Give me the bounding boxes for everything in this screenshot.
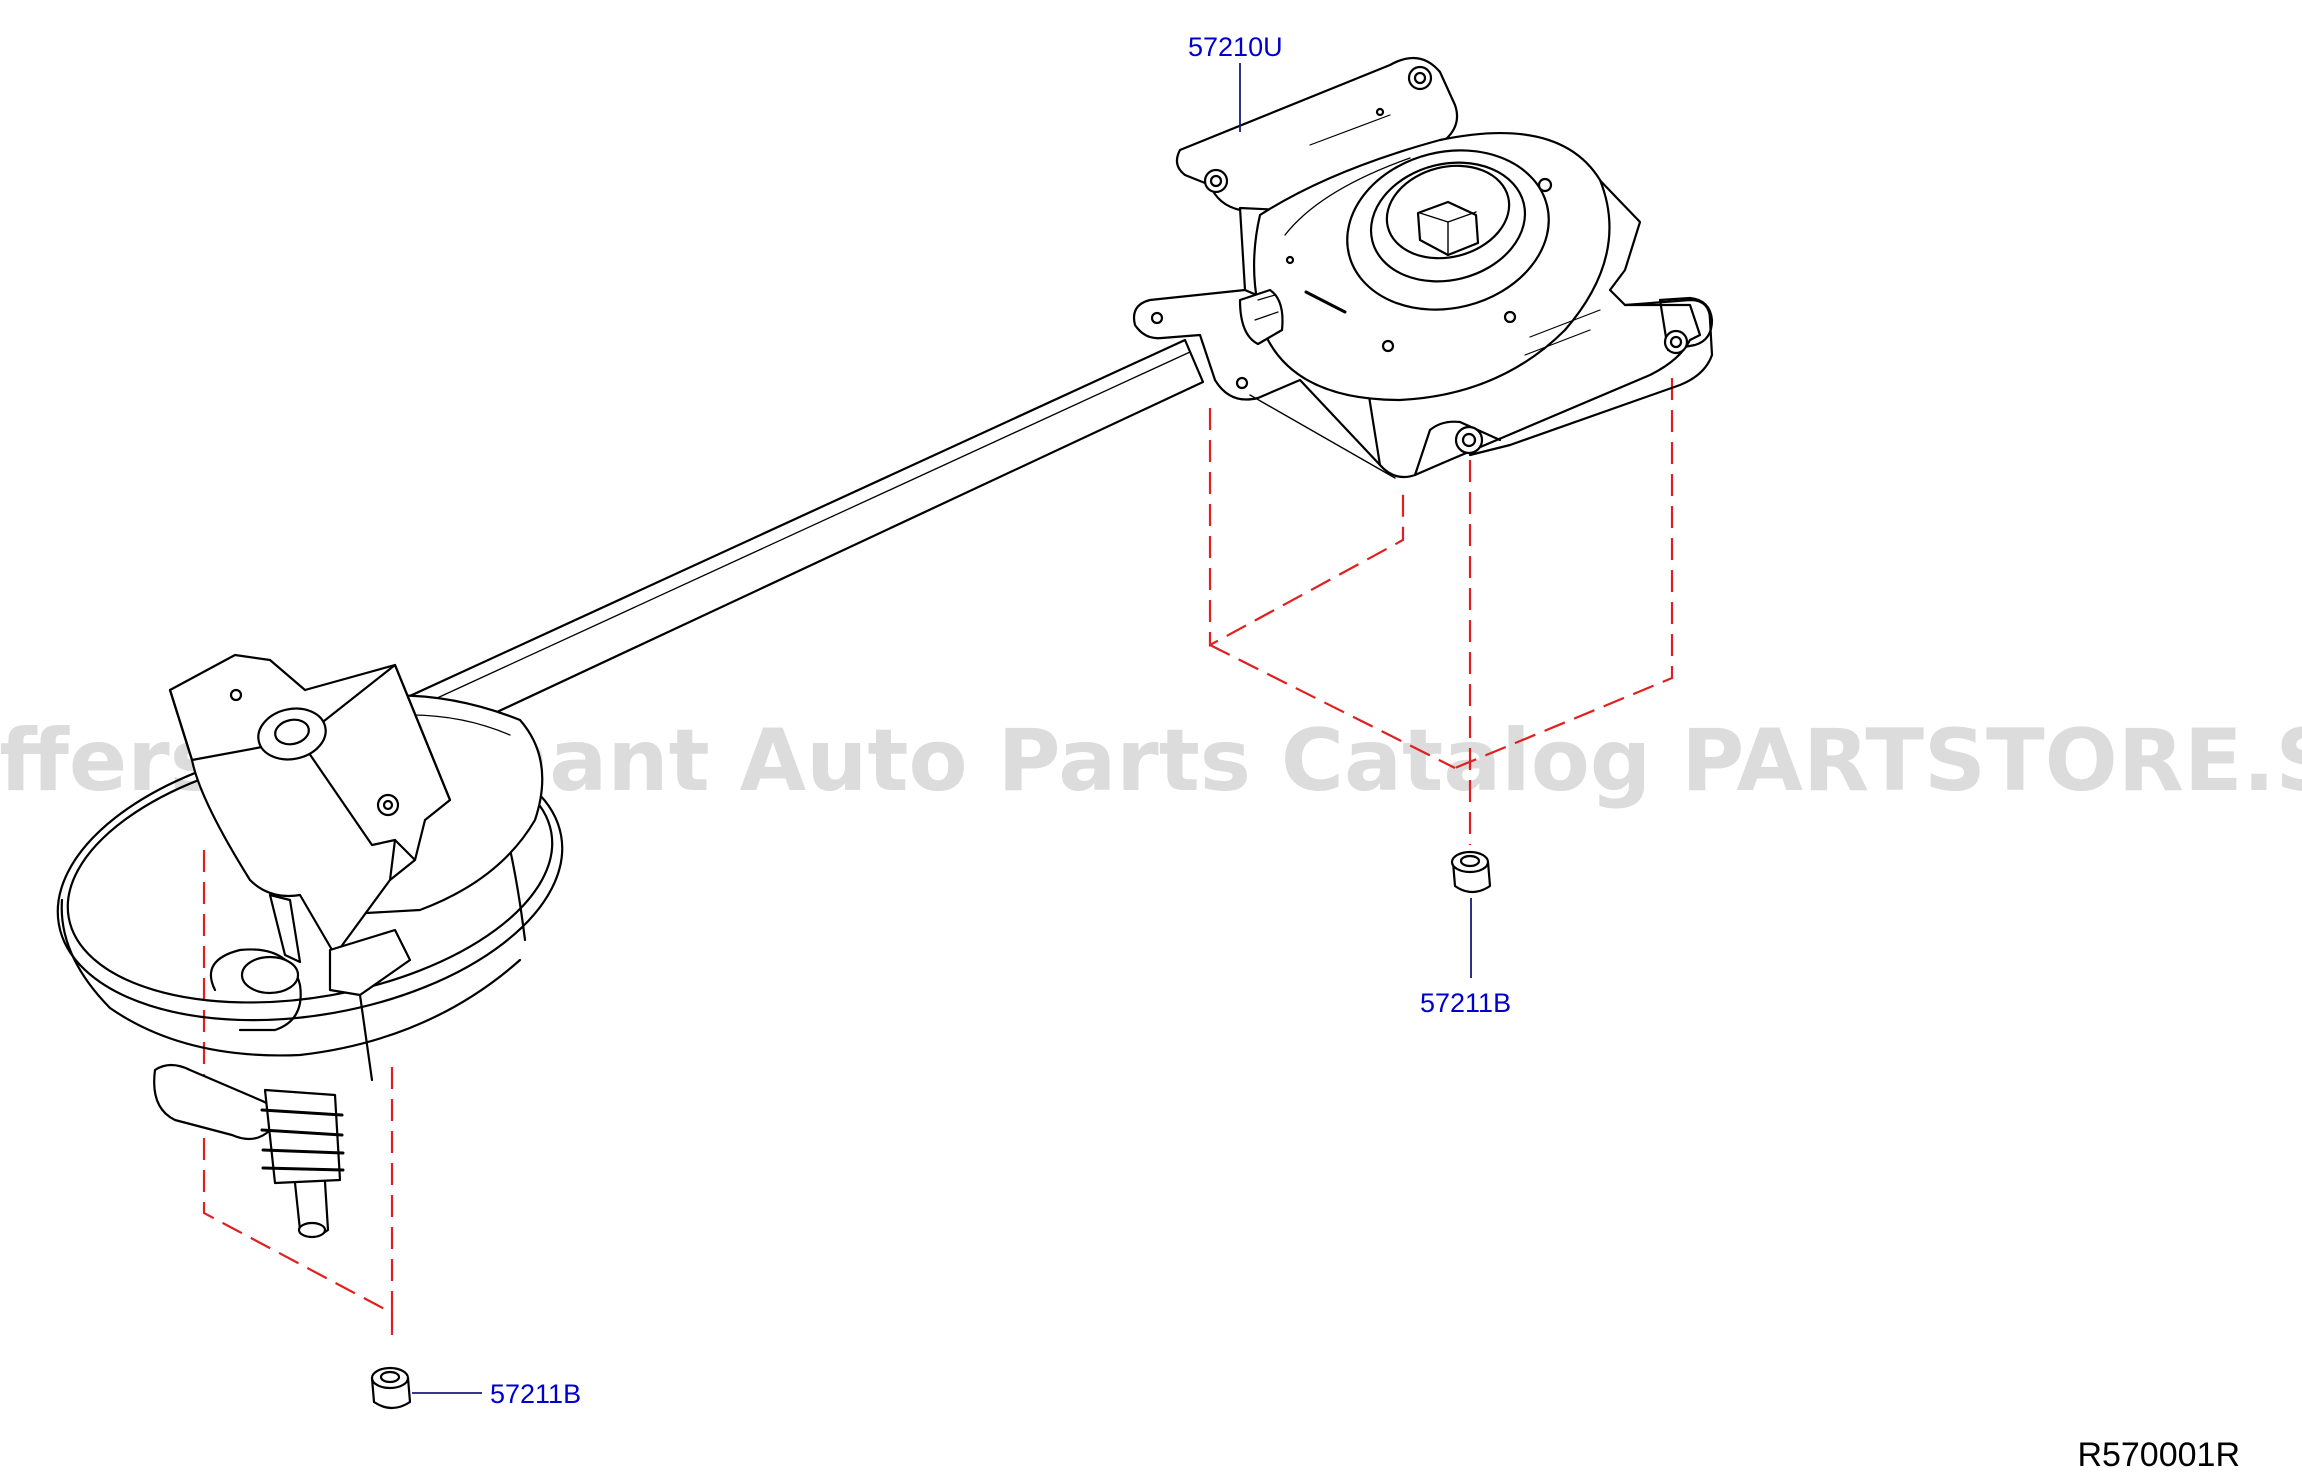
callout-nut-right[interactable]: 57211B [1420,988,1511,1018]
carrier-shaft [373,338,1205,757]
callout-leaders [412,63,1472,1394]
mounting-guide-lines [202,378,1674,1335]
callout-nut-left[interactable]: 57211B [490,1379,581,1409]
callout-carrier[interactable]: 57210U [1188,32,1283,62]
nut-right-drawing [1450,850,1492,894]
spare-tire-carrier-drawing [56,56,1714,1410]
tire-lift-assembly [56,653,564,1239]
winch-bracket [1132,56,1714,479]
nut-left-drawing [370,1366,412,1410]
diagram-reference: R570001R [2077,1436,2240,1474]
